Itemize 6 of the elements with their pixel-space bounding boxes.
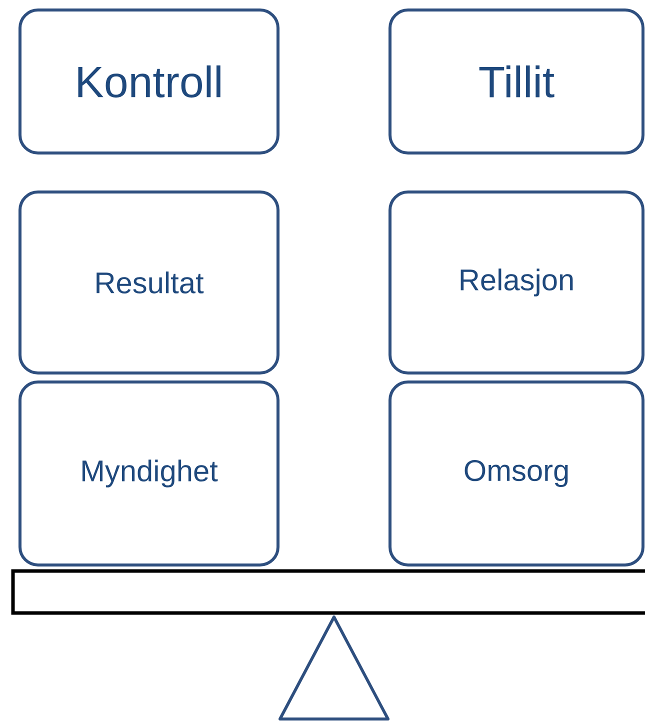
heading-box: Tillit [388, 8, 644, 154]
value-box: Myndighet [18, 380, 280, 566]
heading-box: Kontroll [18, 8, 280, 154]
value-box: Relasjon [388, 190, 644, 374]
value-box: Resultat [18, 190, 280, 374]
value-box: Omsorg [388, 380, 644, 566]
